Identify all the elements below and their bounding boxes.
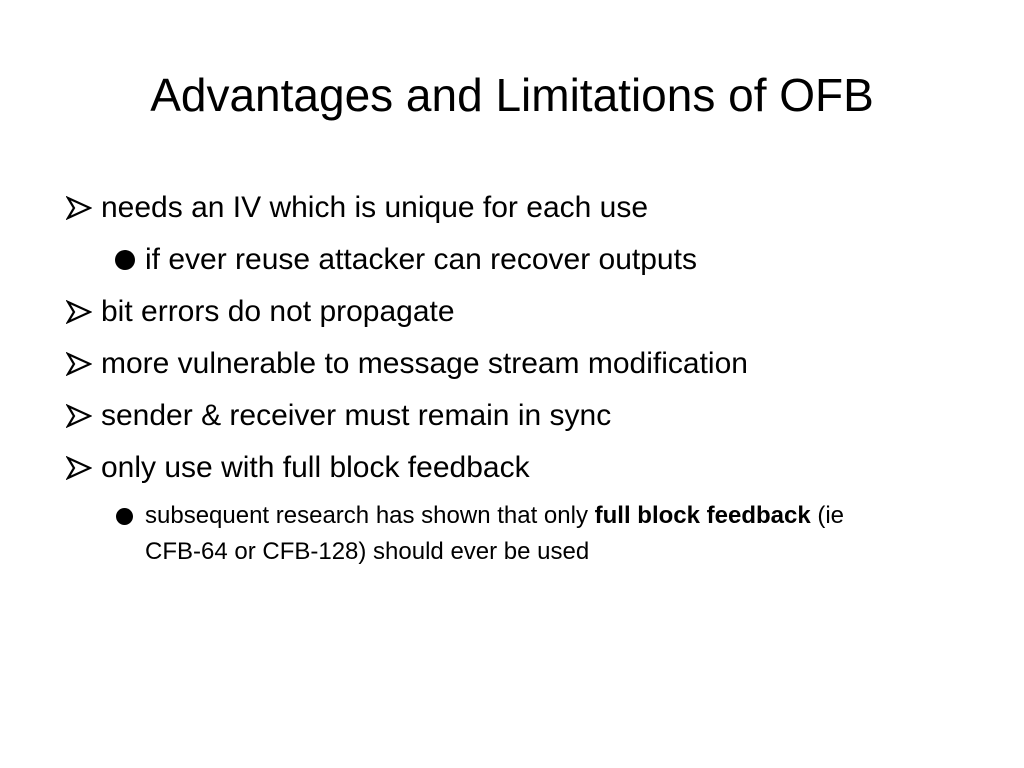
sub-bullet-item: subsequent research has shown that only …	[66, 494, 966, 570]
bullet-text: sender & receiver must remain in sync	[101, 399, 612, 432]
sub-bullet-text-end: (ie CFB-64 or CFB-128) should ever be us…	[145, 502, 845, 565]
arrow-bullet-icon	[66, 352, 92, 376]
bullet-list: needs an IV which is unique for each use…	[66, 182, 966, 570]
bullet-item: bit errors do not propagate	[66, 286, 966, 338]
dot-bullet-icon	[115, 250, 135, 270]
bullet-item: sender & receiver must remain in sync	[66, 390, 966, 442]
slide-title: Advantages and Limitations of OFB	[150, 69, 874, 121]
bullet-text: needs an IV which is unique for each use	[101, 191, 649, 224]
arrow-bullet-icon	[66, 404, 92, 428]
bullet-item: more vulnerable to message stream modifi…	[66, 338, 966, 390]
dot-bullet-icon	[116, 508, 133, 525]
arrow-bullet-icon	[66, 456, 92, 480]
bullet-item: needs an IV which is unique for each use	[66, 182, 966, 234]
sub-bullet-text-bold: full block feedback	[594, 502, 811, 529]
bullet-text: more vulnerable to message stream modifi…	[101, 347, 748, 380]
sub-bullet-text: subsequent research has shown that only …	[145, 498, 905, 570]
sub-bullet-item: if ever reuse attacker can recover outpu…	[66, 234, 966, 286]
arrow-bullet-icon	[66, 196, 92, 220]
bullet-item: only use with full block feedback	[66, 442, 966, 494]
arrow-bullet-icon	[66, 300, 92, 324]
bullet-text: only use with full block feedback	[101, 451, 530, 484]
bullet-text: bit errors do not propagate	[101, 295, 455, 328]
sub-bullet-text-start: subsequent research has shown that only	[145, 502, 595, 529]
sub-bullet-text: if ever reuse attacker can recover outpu…	[145, 243, 697, 276]
